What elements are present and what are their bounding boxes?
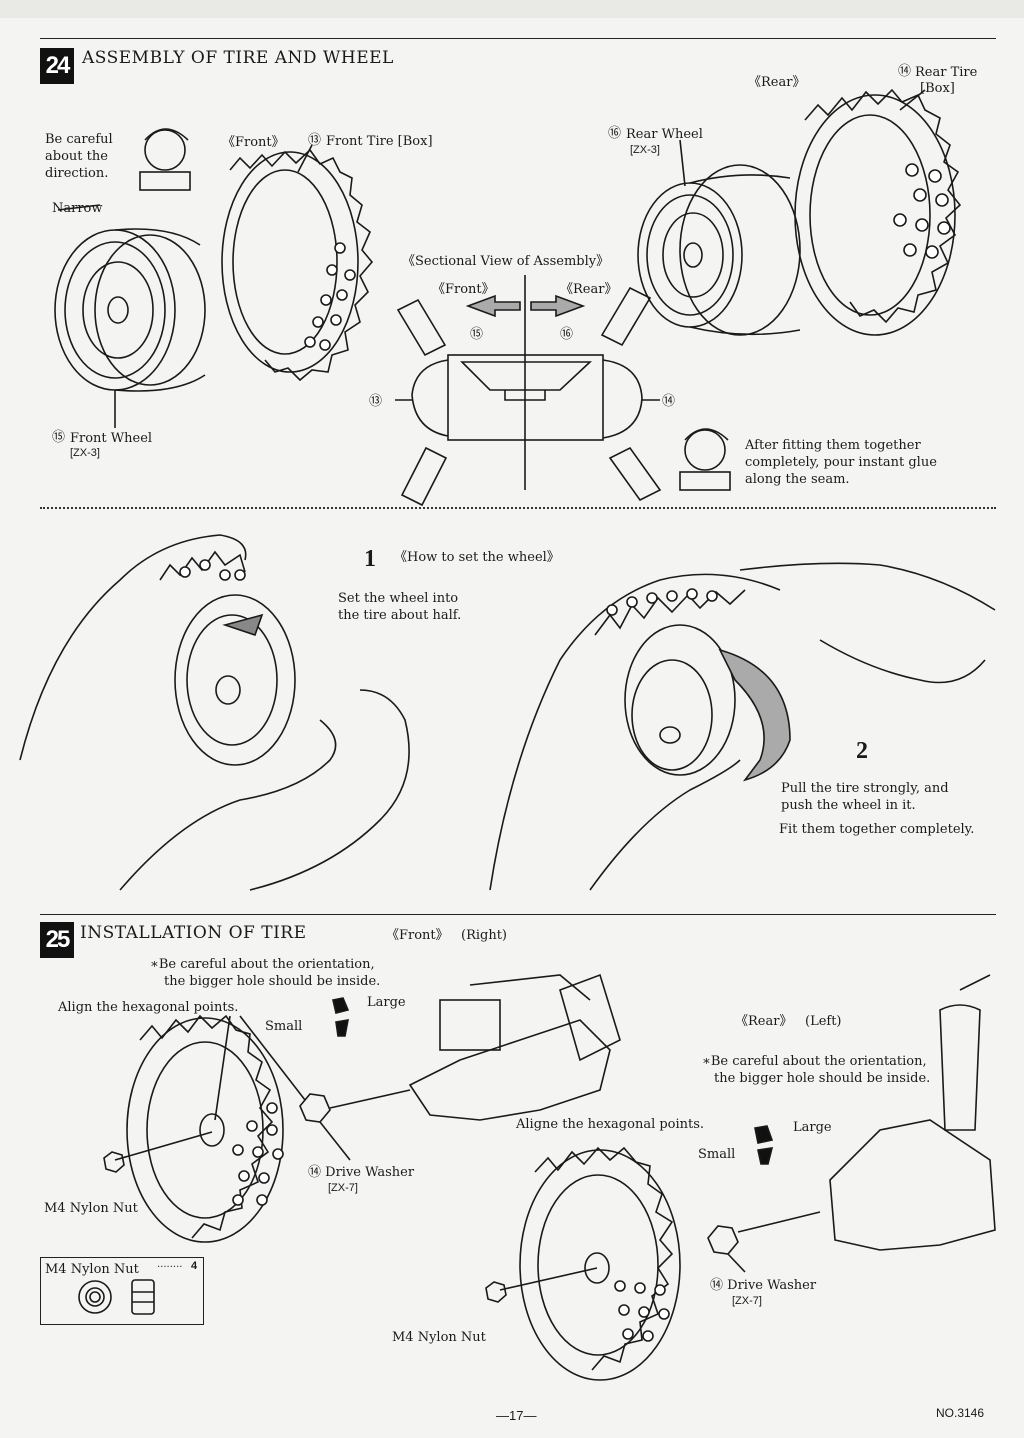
rear-suspension-drawing bbox=[829, 974, 996, 1251]
howto-step-2-number: 2 bbox=[856, 738, 868, 764]
rear-tire-drawing bbox=[794, 88, 962, 336]
mascot-right bbox=[679, 428, 731, 491]
washer-size-front bbox=[332, 997, 350, 1037]
sectional-rear: 《Rear》 bbox=[560, 282, 618, 297]
nylon-nut-rear-label: M4 Nylon Nut bbox=[392, 1330, 486, 1345]
sectional-view-drawing bbox=[395, 275, 662, 507]
sectional-num-rear-wheel: ⑯ bbox=[560, 327, 574, 342]
sectional-title: 《Sectional View of Assembly》 bbox=[402, 254, 610, 269]
step-25-right-tag: (Right) bbox=[461, 928, 508, 943]
note-front: ∗Be careful about the orientation,the bi… bbox=[150, 957, 381, 989]
rear-tag-25: 《Rear》 bbox=[735, 1014, 793, 1029]
parts-box-label: M4 Nylon Nut bbox=[45, 1262, 139, 1277]
page-number: —17— bbox=[496, 1408, 537, 1423]
drive-washer-label: ⑭ Drive Washer bbox=[308, 1165, 415, 1180]
top-rule bbox=[40, 38, 996, 39]
small-rear-label: Small bbox=[698, 1147, 736, 1162]
mascot-left bbox=[139, 128, 191, 191]
front-wheel-code: [ZX-3] bbox=[70, 447, 100, 459]
step-24-number: 24 bbox=[40, 48, 74, 84]
parts-box-dots: ........ bbox=[157, 1259, 183, 1270]
parts-nut-icons bbox=[78, 1279, 155, 1315]
front-tire-number: ⑬ bbox=[308, 133, 322, 148]
howto-title: 《How to set the wheel》 bbox=[394, 550, 560, 565]
section-rule bbox=[40, 914, 996, 915]
nylon-nut-label: M4 Nylon Nut bbox=[44, 1201, 138, 1216]
front-tire-drawing bbox=[221, 148, 374, 382]
rear-tire-install-drawing bbox=[485, 1146, 821, 1381]
rear-tire-number: ⑭ bbox=[898, 64, 912, 79]
front-tire-label: Front Tire [Box] bbox=[326, 134, 433, 149]
scan-top-band bbox=[0, 0, 1024, 18]
large-label: Large bbox=[367, 995, 406, 1010]
rear-wheel-code: [ZX-3] bbox=[630, 144, 660, 156]
rear-tire-label: Rear Tire bbox=[915, 65, 978, 80]
washer-size-rear bbox=[754, 1125, 774, 1165]
howto-step-1-number: 1 bbox=[364, 546, 376, 572]
rear-wheel-label: Rear Wheel bbox=[626, 127, 703, 142]
sectional-num-front-tire: ⑬ bbox=[369, 394, 383, 409]
sectional-num-front-wheel: ⑮ bbox=[470, 327, 484, 342]
narrow-label: Narrow bbox=[52, 201, 103, 216]
align-front: Align the hexagonal points. bbox=[58, 1000, 239, 1015]
hands-left-drawing bbox=[19, 534, 410, 891]
small-label: Small bbox=[265, 1019, 303, 1034]
front-wheel-number: ⑮ bbox=[52, 430, 66, 445]
front-suspension-drawing bbox=[408, 973, 621, 1121]
front-tag: 《Front》 bbox=[222, 135, 285, 150]
rear-wheel-number: ⑯ bbox=[608, 126, 622, 141]
dotted-divider bbox=[40, 507, 996, 509]
step-25-title: INSTALLATION OF TIRE bbox=[80, 923, 307, 943]
rear-wheel-drawing bbox=[637, 164, 801, 336]
parts-box: M4 Nylon Nut ........ 4 bbox=[40, 1257, 204, 1325]
drive-washer-rear-code: [ZX-7] bbox=[732, 1295, 762, 1307]
step-25-number: 25 bbox=[40, 922, 74, 958]
drive-washer-code: [ZX-7] bbox=[328, 1182, 358, 1194]
howto-step-2-text-2: Fit them together completely. bbox=[779, 822, 975, 837]
left-tag-25: (Left) bbox=[805, 1014, 842, 1029]
doc-number: NO.3146 bbox=[936, 1406, 985, 1420]
step-25-front-tag: 《Front》 bbox=[386, 928, 449, 943]
step-24-title: ASSEMBLY OF TIRE AND WHEEL bbox=[82, 48, 394, 68]
front-wheel-label: Front Wheel bbox=[70, 431, 153, 446]
front-tire-install-drawing bbox=[103, 1014, 411, 1243]
large-rear-label: Large bbox=[793, 1120, 832, 1135]
sectional-front: 《Front》 bbox=[432, 282, 495, 297]
rear-tag: 《Rear》 bbox=[748, 75, 806, 90]
align-rear: Aligne the hexagonal points. bbox=[516, 1117, 705, 1132]
sectional-num-rear-tire: ⑭ bbox=[662, 394, 676, 409]
drive-washer-rear-label: ⑭ Drive Washer bbox=[710, 1278, 817, 1293]
note-rear: ∗Be careful about the orientation,the bi… bbox=[702, 1054, 931, 1086]
rear-tire-box: [Box] bbox=[920, 81, 955, 96]
hands-right-drawing bbox=[489, 562, 996, 891]
parts-box-qty: 4 bbox=[191, 1260, 198, 1272]
front-wheel-drawing bbox=[54, 228, 206, 392]
